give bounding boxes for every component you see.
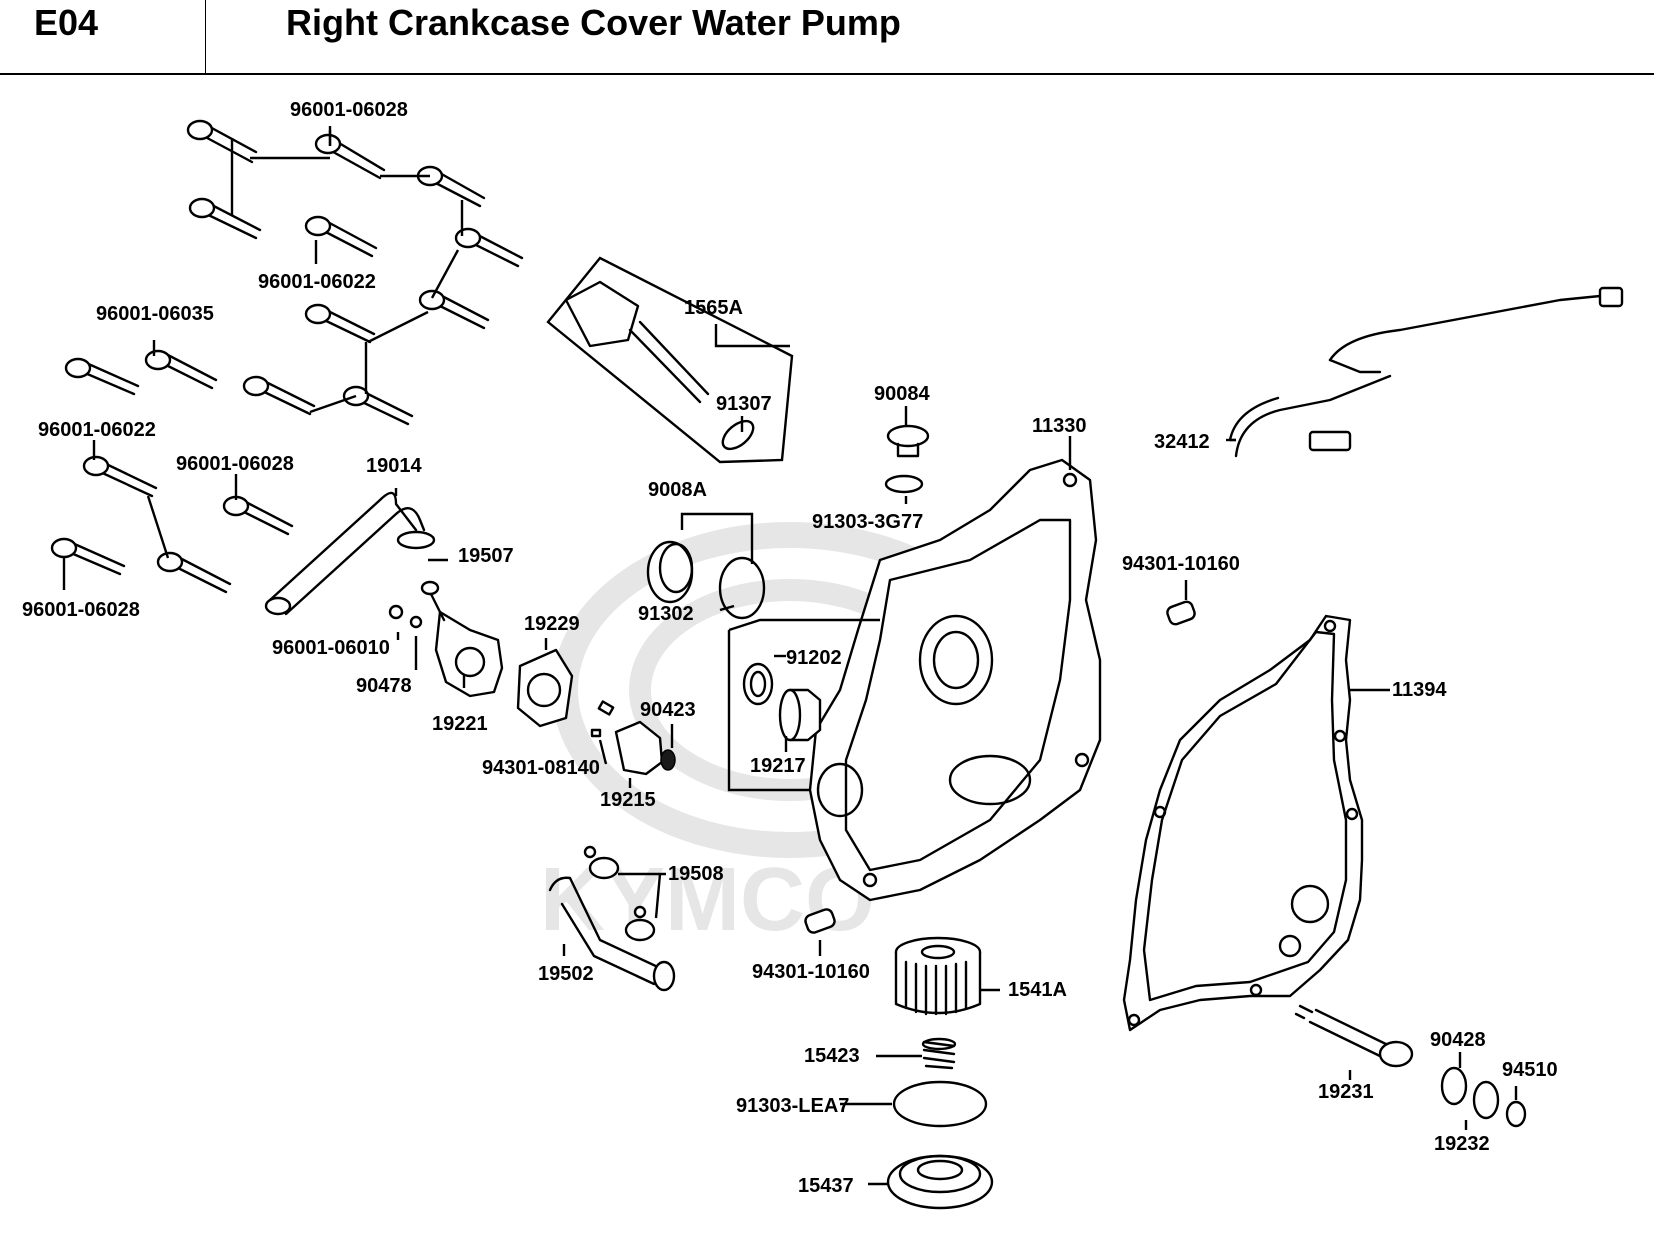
label-19229: 19229	[524, 613, 580, 635]
label-11394: 11394	[1392, 679, 1447, 701]
label-91303-3G77: 91303-3G77	[812, 511, 923, 533]
label-96001-06028-mid: 96001-06028	[176, 453, 294, 475]
header-divider	[205, 0, 206, 74]
page-header: E04 Right Crankcase Cover Water Pump	[0, 0, 1654, 75]
coolant-hose-lower	[548, 845, 676, 992]
label-19232: 19232	[1434, 1133, 1490, 1155]
label-19507: 19507	[458, 545, 514, 567]
filter-cap	[886, 1154, 994, 1210]
label-9008A: 9008A	[648, 479, 707, 501]
leader-lines	[328, 126, 1518, 1186]
label-91202: 91202	[786, 647, 842, 669]
label-94301-08140: 94301-08140	[482, 757, 600, 779]
label-94301-10160-upper: 94301-10160	[1122, 553, 1240, 575]
impeller	[590, 700, 676, 776]
water-pump-shaft	[1294, 1004, 1414, 1068]
label-96001-06028-left: 96001-06028	[22, 599, 140, 621]
label-91302: 91302	[638, 603, 694, 625]
cover-gasket	[1122, 614, 1364, 1032]
plug-and-oring	[646, 512, 766, 620]
dipstick-assembly	[546, 256, 794, 464]
bolt-group-left	[50, 340, 294, 594]
label-96001-06022-left: 96001-06022	[38, 419, 156, 441]
label-19231: 19231	[1318, 1081, 1374, 1103]
oil-filter	[894, 936, 982, 1016]
label-19502: 19502	[538, 963, 594, 985]
label-19221: 19221	[432, 713, 488, 735]
label-90478: 90478	[356, 675, 412, 697]
page-title: Right Crankcase Cover Water Pump	[286, 2, 901, 43]
dowel-pin-upper	[1166, 600, 1196, 626]
oil-seal-and-impeller-shaft	[742, 662, 822, 742]
coolant-hose-upper	[264, 491, 436, 616]
label-19215: 19215	[600, 789, 656, 811]
label-19217: 19217	[750, 755, 806, 777]
sensor-cable	[1228, 286, 1624, 458]
crankcase-cover	[727, 458, 1102, 902]
bolt-group-upper	[186, 119, 524, 426]
dowel-pin-lower	[804, 908, 836, 934]
label-96001-06022-top: 96001-06022	[258, 271, 376, 293]
label-19508: 19508	[668, 863, 724, 885]
filter-spring	[921, 1037, 957, 1070]
washers-and-circlip	[1440, 1066, 1527, 1128]
part-number-labels: 96001-06028 96001-06022 96001-06035 9600…	[22, 99, 1558, 1197]
label-19014: 19014	[366, 455, 422, 477]
label-15437: 15437	[798, 1175, 854, 1197]
label-1565A: 1565A	[684, 297, 743, 319]
label-1541A: 1541A	[1008, 979, 1067, 1001]
label-11330: 11330	[1032, 415, 1087, 437]
filler-cap	[884, 424, 930, 494]
label-96001-06028-top: 96001-06028	[290, 99, 408, 121]
label-91307: 91307	[716, 393, 772, 415]
label-32412: 32412	[1154, 431, 1210, 453]
label-96001-06010: 96001-06010	[272, 637, 390, 659]
section-code: E04	[34, 2, 99, 43]
header-rule	[0, 73, 1654, 75]
label-91303-LEA7: 91303-LEA7	[736, 1095, 849, 1117]
label-15423: 15423	[804, 1045, 860, 1067]
label-94510: 94510	[1502, 1059, 1558, 1081]
water-pump-cover	[388, 580, 574, 728]
filter-oring	[892, 1080, 988, 1128]
label-94301-10160-lower: 94301-10160	[752, 961, 870, 983]
label-96001-06035: 96001-06035	[96, 303, 214, 325]
label-90428: 90428	[1430, 1029, 1486, 1051]
label-90423: 90423	[640, 699, 696, 721]
label-90084: 90084	[874, 383, 930, 405]
